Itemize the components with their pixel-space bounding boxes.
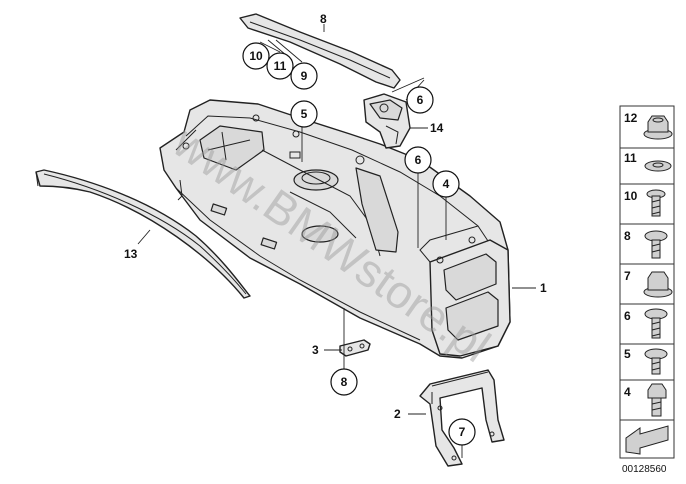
screw-icon — [646, 189, 666, 217]
hex-bolt-icon — [647, 383, 667, 417]
callout-12: 11 — [274, 59, 287, 73]
label-13: 13 — [124, 247, 138, 261]
callout-6-top: 6 — [417, 93, 424, 107]
callout-11: 10 — [249, 49, 263, 63]
legend-label-11: 11 — [624, 151, 637, 165]
pan-screw-icon — [644, 348, 668, 375]
washer-icon — [644, 160, 672, 172]
label-14: 14 — [430, 121, 444, 135]
callout-7: 7 — [459, 425, 466, 439]
callout-10: 9 — [301, 69, 308, 83]
legend-label-8: 8 — [624, 229, 631, 243]
callouts — [242, 42, 476, 446]
direction-arrow-icon — [625, 425, 669, 455]
top-trim-strip — [239, 13, 401, 89]
label-1: 1 — [540, 281, 547, 295]
legend-label-4: 4 — [624, 385, 631, 399]
legend-label-12: 12 — [624, 111, 638, 125]
legend-label-10: 10 — [624, 189, 638, 203]
diagram-number: 00128560 — [622, 464, 667, 475]
legend-label-6: 6 — [624, 309, 631, 323]
collar-screw-icon — [644, 308, 668, 339]
side-trim-strip — [35, 169, 251, 299]
hardware-legend — [619, 105, 675, 459]
label-3: 3 — [312, 343, 319, 357]
small-clip — [339, 339, 371, 357]
callout-4: 4 — [443, 177, 450, 191]
label-9: 8 — [320, 12, 327, 26]
label-2: 2 — [394, 407, 401, 421]
legend-label-7: 7 — [624, 269, 631, 283]
callout-6-mid: 6 — [415, 153, 422, 167]
lower-bracket — [419, 369, 505, 467]
hex-nut-icon — [643, 271, 673, 298]
flange-nut-icon — [643, 115, 673, 140]
legend-label-5: 5 — [624, 347, 631, 361]
callout-8: 8 — [341, 375, 348, 389]
leader-lines — [137, 24, 536, 458]
callout-5: 5 — [301, 107, 308, 121]
washer-screw-icon — [644, 230, 668, 259]
bracket-piece — [363, 93, 411, 149]
